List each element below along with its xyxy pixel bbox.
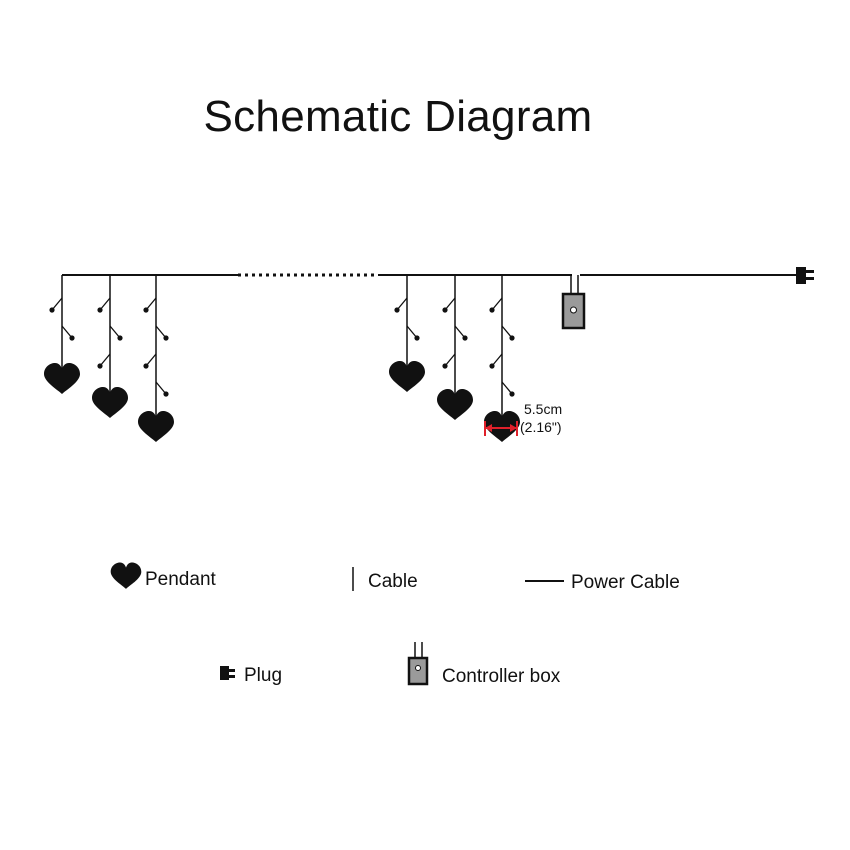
plug-icon	[796, 267, 806, 284]
legend-icons	[110, 562, 564, 686]
pendant-drops	[44, 275, 520, 442]
pendant-drop	[138, 275, 174, 442]
bulb	[442, 307, 448, 313]
legend-pendant-label: Pendant	[145, 569, 216, 590]
plug	[796, 267, 814, 284]
controller-box-icon	[407, 642, 429, 686]
dimension-metric: 5.5cm	[524, 401, 563, 417]
bulb	[509, 391, 515, 397]
heart-icon	[110, 562, 142, 589]
legend-power-cable-label: Power Cable	[571, 572, 680, 593]
bulb	[163, 391, 169, 397]
plug-icon	[220, 666, 235, 680]
pendant-drop	[44, 275, 80, 394]
bulb	[509, 335, 515, 341]
pendant-drop	[437, 275, 473, 420]
bulb	[163, 335, 169, 341]
bulb	[394, 307, 400, 313]
bulb	[97, 307, 103, 313]
pendant-drop	[484, 275, 520, 442]
bulb	[49, 307, 55, 313]
controller-box	[561, 275, 586, 330]
dimension-imperial: (2.16")	[520, 419, 562, 435]
bulb	[462, 335, 468, 341]
pendant-drop	[92, 275, 128, 418]
bulb	[69, 335, 75, 341]
bulb	[489, 307, 495, 313]
page-title: Schematic Diagram	[203, 92, 593, 141]
bulb	[143, 363, 149, 369]
bulb	[442, 363, 448, 369]
dimension-marker	[484, 421, 518, 436]
bulb	[489, 363, 495, 369]
legend-plug-label: Plug	[244, 665, 283, 686]
bulb	[143, 307, 149, 313]
bulb	[97, 363, 103, 369]
bulb	[117, 335, 123, 341]
legend-cable-label: Cable	[368, 571, 418, 592]
bulb	[414, 335, 420, 341]
legend-controller-box-label: Controller box	[442, 666, 561, 687]
pendant-drop	[389, 275, 425, 392]
